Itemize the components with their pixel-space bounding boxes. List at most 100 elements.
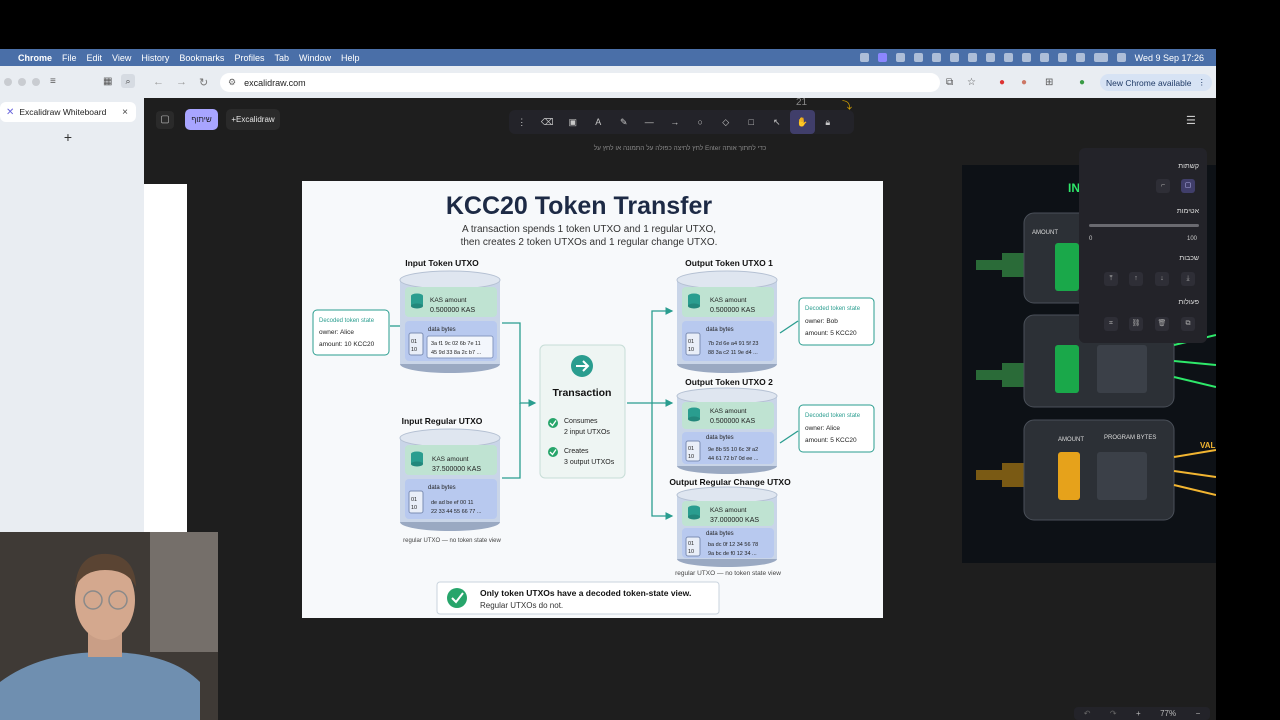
- new-tab-button[interactable]: +: [63, 129, 73, 145]
- sidebar-toggle-icon[interactable]: ≡: [50, 76, 56, 87]
- status-icon[interactable]: [967, 53, 977, 62]
- status-icon[interactable]: [931, 53, 941, 62]
- rectangle-icon[interactable]: □: [748, 117, 754, 127]
- tab-grid-icon[interactable]: ▦: [103, 76, 113, 87]
- canvas-element[interactable]: [144, 184, 187, 532]
- data-bytes-2: 9a bc de f0 12 34 ...: [708, 551, 757, 557]
- bluetooth-icon[interactable]: [1057, 53, 1067, 62]
- status-icon[interactable]: [877, 53, 887, 62]
- decoded-title: Decoded token state: [805, 413, 861, 419]
- eraser-icon[interactable]: ⌫: [540, 117, 554, 127]
- menu-tab[interactable]: Tab: [274, 52, 289, 63]
- close-window-button[interactable]: [4, 78, 12, 86]
- clock[interactable]: Wed 9 Sep 17:26: [1134, 52, 1204, 63]
- delete-icon[interactable]: 🗑︎: [1155, 317, 1169, 331]
- control-center-icon[interactable]: [1116, 53, 1126, 62]
- opacity-min: 0: [1089, 236, 1093, 242]
- status-icon[interactable]: [859, 53, 869, 62]
- menu-window[interactable]: Window: [298, 52, 331, 63]
- properties-panel: קשתות ⌐ ▢ אטימות 0 100 שכבות ⤒ ↑ ↓ ⤓ פעו…: [1079, 148, 1207, 343]
- status-icon[interactable]: [1039, 53, 1049, 62]
- address-bar[interactable]: ⚙ excalidraw.com: [220, 73, 940, 92]
- kas-amount: 37.500000 KAS: [432, 466, 481, 473]
- extension-icon[interactable]: ●: [1021, 77, 1028, 88]
- bookmark-star-icon[interactable]: ☆: [967, 77, 976, 88]
- selection-icon[interactable]: ↖: [772, 117, 781, 127]
- output-token-utxo-1: Output Token UTXO 1 KAS amount 0.500000 …: [676, 258, 778, 373]
- url-text: excalidraw.com: [244, 77, 306, 88]
- forward-icon[interactable]: →: [176, 76, 187, 88]
- round-edges-icon[interactable]: ▢: [1181, 179, 1195, 193]
- more-tools-icon[interactable]: ⋮: [517, 117, 527, 127]
- menu-help[interactable]: Help: [340, 52, 360, 63]
- pencil-icon[interactable]: ✎: [619, 117, 628, 127]
- tab-search-icon[interactable]: ⌕: [121, 74, 135, 88]
- crop-icon[interactable]: ⌗: [1104, 317, 1118, 331]
- status-icon[interactable]: [1021, 53, 1031, 62]
- svg-text:10: 10: [411, 347, 417, 353]
- data-bytes-label: data bytes: [428, 485, 456, 491]
- share-button[interactable]: שיתוף: [185, 109, 218, 130]
- menu-file[interactable]: File: [62, 52, 77, 63]
- slide-subtitle-2: then creates 2 token UTXOs and 1 regular…: [461, 237, 718, 248]
- extensions-puzzle-icon[interactable]: ⊞: [1045, 77, 1054, 88]
- extension-icon[interactable]: ●: [999, 77, 1006, 88]
- line-icon[interactable]: —: [644, 117, 654, 127]
- menu-app-name[interactable]: Chrome: [18, 52, 53, 63]
- send-backward-icon[interactable]: ↓: [1155, 272, 1169, 286]
- menu-profiles[interactable]: Profiles: [234, 52, 265, 63]
- menu-history[interactable]: History: [141, 52, 170, 63]
- back-icon[interactable]: ←: [153, 76, 164, 88]
- diamond-icon[interactable]: ◇: [722, 117, 730, 127]
- lock-icon[interactable]: 🔒︎: [825, 117, 831, 127]
- excalidraw-plus-button[interactable]: +Excalidraw: [226, 109, 280, 130]
- undo-icon[interactable]: ↶: [1083, 709, 1091, 718]
- arrow-icon[interactable]: →: [670, 117, 680, 127]
- kas-label: KAS amount: [432, 456, 469, 463]
- zoom-out-icon[interactable]: −: [1195, 709, 1201, 718]
- menu-view[interactable]: View: [112, 52, 132, 63]
- update-chrome-button[interactable]: New Chrome available ⋮: [1100, 74, 1212, 91]
- menu-edit[interactable]: Edit: [86, 52, 103, 63]
- link-icon[interactable]: ⛓: [1129, 317, 1143, 331]
- status-icon[interactable]: [895, 53, 905, 62]
- more-menu-icon[interactable]: ⋮: [1197, 77, 1207, 87]
- status-icon[interactable]: [985, 53, 995, 62]
- profile-avatar[interactable]: ●: [1079, 77, 1086, 88]
- reload-icon[interactable]: ↻: [199, 77, 209, 89]
- opacity-slider[interactable]: [1089, 224, 1199, 227]
- data-bytes-label: data bytes: [706, 435, 734, 441]
- send-to-back-icon[interactable]: ⤓: [1181, 272, 1195, 286]
- zoom-level[interactable]: 77%: [1160, 709, 1177, 718]
- menu-bookmarks[interactable]: Bookmarks: [179, 52, 225, 63]
- library-toggle-icon[interactable]: ▢: [156, 111, 174, 129]
- person-face: [75, 560, 135, 640]
- status-icon[interactable]: [1003, 53, 1013, 62]
- duplicate-icon[interactable]: ⧉: [1181, 317, 1195, 331]
- minimize-window-button[interactable]: [18, 78, 26, 86]
- status-icon[interactable]: [913, 53, 923, 62]
- data-bytes-label: data bytes: [706, 327, 734, 333]
- wifi-icon[interactable]: [1075, 53, 1085, 62]
- close-tab-icon[interactable]: ×: [122, 106, 128, 118]
- main-menu-icon[interactable]: ☰: [1186, 115, 1196, 127]
- site-info-icon[interactable]: ⚙: [228, 77, 237, 87]
- text-icon[interactable]: A: [595, 117, 602, 127]
- install-app-icon[interactable]: ⧉: [946, 77, 954, 88]
- hand-icon[interactable]: ✋: [789, 110, 815, 134]
- battery-icon[interactable]: [1093, 53, 1108, 62]
- ellipse-icon[interactable]: ○: [697, 117, 703, 127]
- status-icon[interactable]: [949, 53, 959, 62]
- sharp-edges-icon[interactable]: ⌐: [1156, 179, 1170, 193]
- zoom-in-icon[interactable]: +: [1136, 709, 1141, 718]
- svg-text:01: 01: [411, 339, 417, 345]
- data-bytes-1: 3a f1 9c 02 6b 7e 11: [431, 341, 481, 347]
- slide-image[interactable]: KCC20 Token Transfer A transaction spend…: [302, 181, 883, 618]
- zoom-window-button[interactable]: [32, 78, 40, 86]
- image-icon[interactable]: ▣: [568, 117, 577, 127]
- svg-text:01: 01: [688, 541, 694, 547]
- tab-excalidraw[interactable]: ✕ Excalidraw Whiteboard ×: [0, 102, 136, 122]
- redo-icon[interactable]: ↷: [1109, 709, 1117, 718]
- bring-forward-icon[interactable]: ↑: [1129, 272, 1143, 286]
- bring-to-front-icon[interactable]: ⤒: [1104, 272, 1118, 286]
